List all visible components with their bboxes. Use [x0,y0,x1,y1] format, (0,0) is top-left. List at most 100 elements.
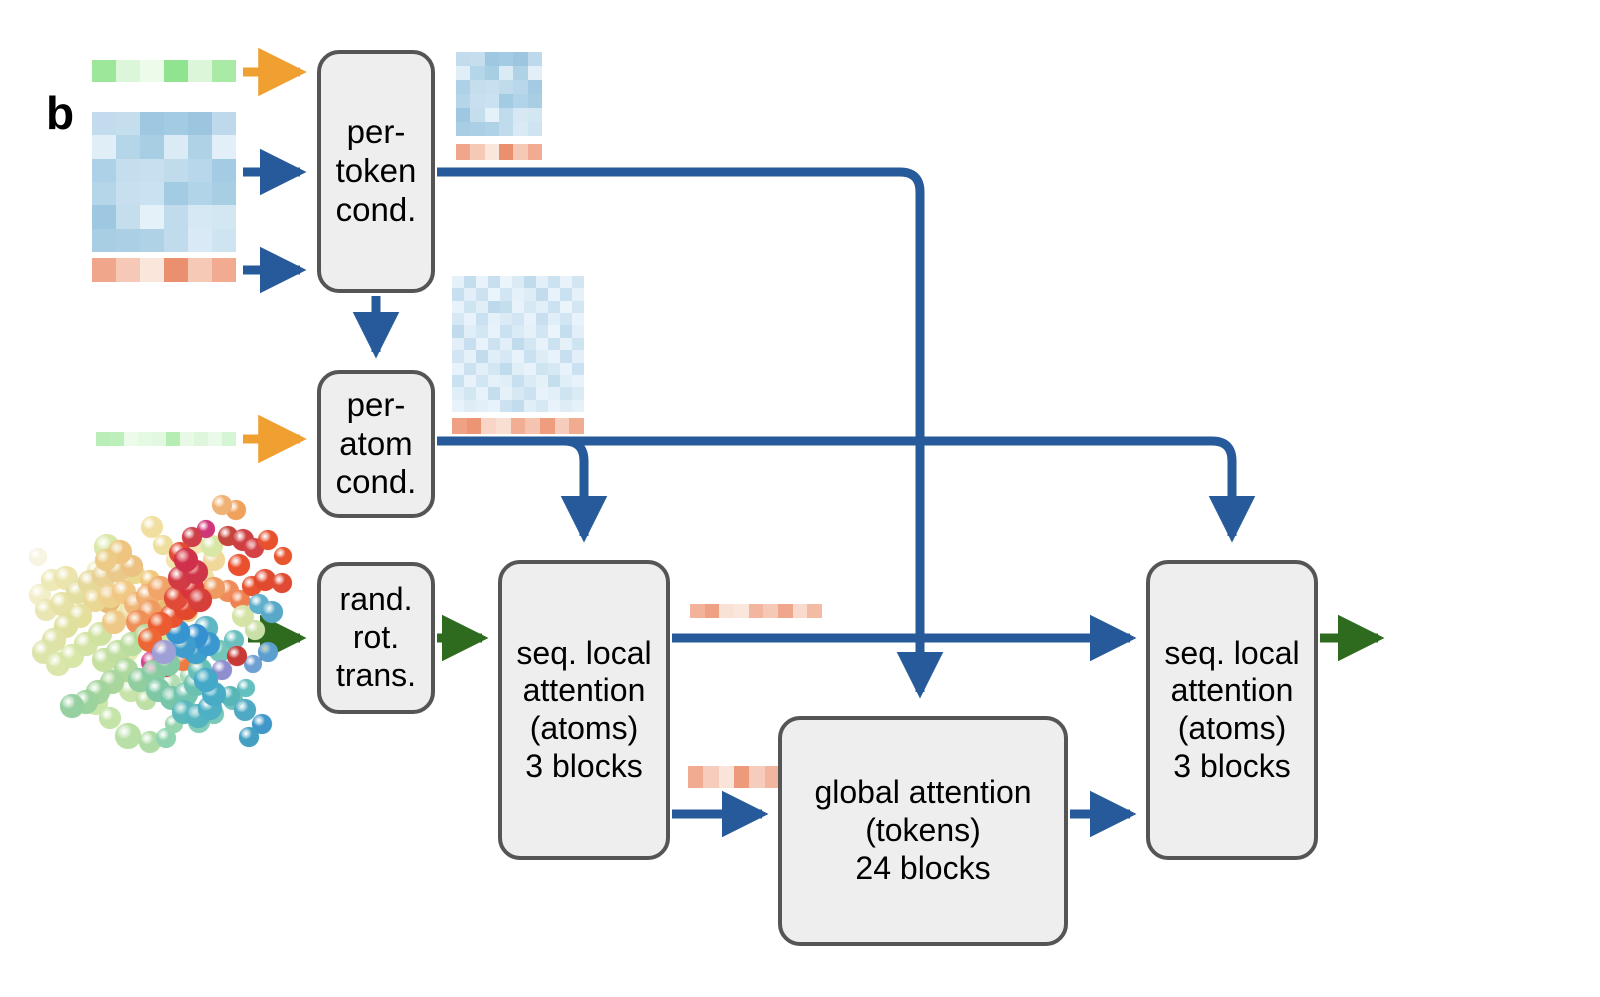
feature-cell [548,387,560,400]
feature-map-per-atom-blue-matrix-output [452,276,584,412]
feature-cell [464,325,476,338]
feature-map-token-salmon-strip-input [92,258,236,282]
feature-cell [512,276,524,289]
feature-cell [527,52,542,66]
feature-cell [452,276,464,289]
feature-cell [527,66,542,80]
feature-cell [560,362,572,375]
feature-cell [452,337,464,351]
node-seq-local-attention-right[interactable]: seq. local attention (atoms) 3 blocks [1146,560,1318,860]
feature-cell [452,399,464,412]
atom-sphere [260,600,284,624]
feature-cell [807,604,822,618]
feature-cell [733,766,750,788]
feature-cell [164,135,188,159]
atom-sphere [226,645,248,667]
feature-cell [488,374,500,388]
feature-cell [572,362,584,375]
atom-sphere [98,706,122,730]
node-global-attention[interactable]: global attention (tokens) 24 blocks [778,716,1068,946]
feature-cell [464,313,476,326]
feature-cell [456,108,471,122]
feature-cell [572,399,584,412]
feature-cell [464,350,476,363]
feature-map-per-token-blue-matrix-output [456,52,542,136]
node-seq-local-attention-left-label: seq. local attention (atoms) 3 blocks [516,634,652,784]
feature-cell [470,144,485,160]
feature-cell [688,766,704,788]
feature-cell [456,94,471,108]
feature-cell [524,276,536,289]
feature-map-per-token-salmon-strip-output [456,144,542,160]
feature-cell [778,604,793,618]
feature-cell [140,158,164,182]
feature-cell [484,66,499,80]
atom-sphere [211,494,233,516]
feature-cell [548,325,560,338]
atom-sphere [59,693,85,719]
feature-cell [512,325,524,338]
feature-cell [452,288,464,301]
feature-cell [498,80,514,94]
feature-cell [572,374,584,388]
feature-cell [513,108,528,122]
feature-cell [524,288,536,301]
feature-cell [734,604,749,618]
feature-cell [92,258,116,282]
feature-cell [481,418,496,434]
feature-cell [470,122,485,136]
feature-cell [164,158,188,182]
node-seq-local-attention-left[interactable]: seq. local attention (atoms) 3 blocks [498,560,670,860]
feature-cell [548,300,560,314]
feature-cell [456,122,471,136]
feature-cell [500,325,512,338]
atom-sphere [257,641,279,663]
feature-cell [140,112,164,136]
feature-cell [464,276,476,289]
feature-cell [513,66,528,80]
feature-cell [524,399,536,412]
feature-cell [572,288,584,301]
feature-cell [212,258,236,282]
feature-cell [548,362,560,375]
feature-cell [513,80,528,94]
feature-cell [560,325,572,338]
feature-cell [92,228,116,252]
feature-cell [512,350,524,363]
feature-cell [525,418,540,434]
feature-cell [572,276,584,289]
atom-sphere [173,547,199,573]
feature-cell [476,387,488,400]
feature-cell [560,387,572,400]
feature-cell [152,432,166,446]
feature-cell [560,350,572,363]
feature-cell [110,432,124,446]
feature-cell [500,313,512,326]
feature-cell [572,350,584,363]
feature-cell [792,604,808,618]
feature-cell [212,112,236,136]
feature-cell [164,205,188,229]
feature-cell [188,60,212,82]
feature-cell [484,52,499,66]
feature-cell [500,387,512,400]
node-per-atom-cond[interactable]: per- atom cond. [317,370,435,518]
node-rand-rot-trans[interactable]: rand. rot. trans. [317,562,435,714]
feature-cell [569,418,584,434]
feature-cell [476,362,488,375]
node-per-token-cond-label: per- token cond. [335,113,417,228]
feature-cell [498,122,514,136]
feature-cell [464,362,476,375]
feature-cell [140,135,164,159]
feature-cell [476,325,488,338]
feature-cell [512,362,524,375]
feature-cell [524,350,536,363]
feature-cell [164,60,188,82]
feature-cell [452,387,464,400]
feature-cell [188,112,212,136]
node-global-attention-label: global attention (tokens) 24 blocks [814,774,1032,886]
feature-cell [470,94,485,108]
node-per-token-cond[interactable]: per- token cond. [317,50,435,293]
feature-cell [138,432,152,446]
feature-cell [92,182,116,206]
